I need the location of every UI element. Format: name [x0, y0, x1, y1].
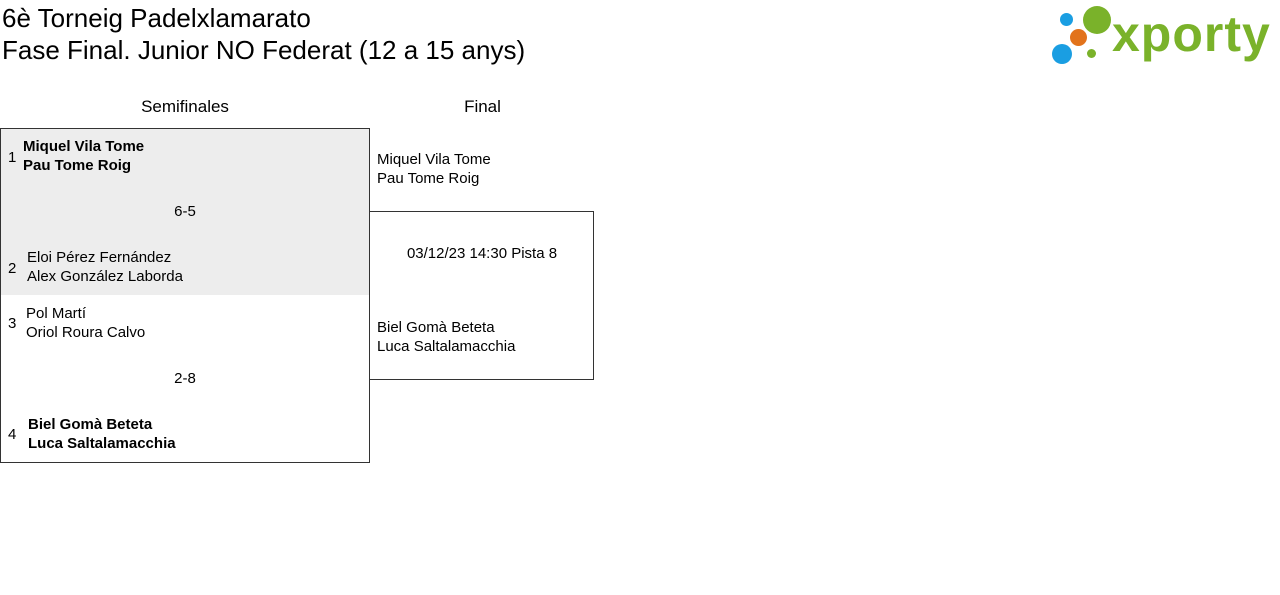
player-name: Eloi Pérez Fernández — [27, 249, 172, 266]
logo-green-dot-small — [1087, 49, 1096, 58]
logo-green-dot — [1083, 6, 1111, 34]
page-subtitle: Fase Final. Junior NO Federat (12 a 15 a… — [2, 35, 526, 65]
team-seed: 1 — [8, 149, 17, 166]
final-team-top: Miquel Vila Tome Pau Tome Roig — [377, 150, 491, 188]
page-title: 6è Torneig Padelxlamarato — [2, 3, 311, 33]
player-name: Oriol Roura Calvo — [26, 324, 146, 341]
round-header-final: Final — [464, 97, 501, 116]
team-seed: 3 — [8, 315, 17, 332]
player-name: Luca Saltalamacchia — [28, 435, 176, 452]
final-schedule: 03/12/23 14:30 Pista 8 — [406, 245, 558, 262]
semifinal-match-1[interactable]: 1 Miquel Vila Tome Pau Tome Roig 6-5 2 E… — [0, 128, 370, 296]
team-pair-winner: Biel Gomà Beteta Luca Saltalamacchia — [28, 415, 176, 453]
team-pair-winner: Miquel Vila Tome Pau Tome Roig — [23, 137, 144, 175]
player-name: Pol Martí — [26, 305, 87, 322]
team-pair: Eloi Pérez Fernández Alex González Labor… — [27, 248, 183, 286]
player-name: Pau Tome Roig — [23, 157, 132, 174]
team-seed: 4 — [8, 426, 17, 443]
xporty-logo: xporty — [1050, 4, 1278, 68]
player-name: Biel Gomà Beteta — [28, 416, 153, 433]
logo-blue-dot-large — [1052, 44, 1072, 64]
round-header-semifinals: Semifinales — [141, 97, 229, 116]
team-seed: 2 — [8, 260, 17, 277]
match-score: 6-5 — [174, 203, 196, 220]
player-name: Biel Gomà Beteta — [377, 319, 495, 336]
player-name: Luca Saltalamacchia — [377, 338, 516, 355]
final-match[interactable] — [370, 211, 594, 380]
match-score: 2-8 — [174, 370, 196, 387]
player-name: Pau Tome Roig — [377, 170, 480, 187]
final-team-bottom: Biel Gomà Beteta Luca Saltalamacchia — [377, 318, 515, 356]
player-name: Alex González Laborda — [27, 268, 183, 285]
logo-blue-dot-small — [1060, 13, 1073, 26]
player-name: Miquel Vila Tome — [377, 151, 491, 168]
player-name: Miquel Vila Tome — [23, 138, 145, 155]
team-pair: Pol Martí Oriol Roura Calvo — [26, 304, 145, 342]
semifinal-match-2[interactable]: 3 Pol Martí Oriol Roura Calvo 2-8 4 Biel… — [0, 295, 370, 463]
logo-wordmark: xporty — [1112, 6, 1271, 62]
logo-orange-dot — [1070, 29, 1087, 46]
